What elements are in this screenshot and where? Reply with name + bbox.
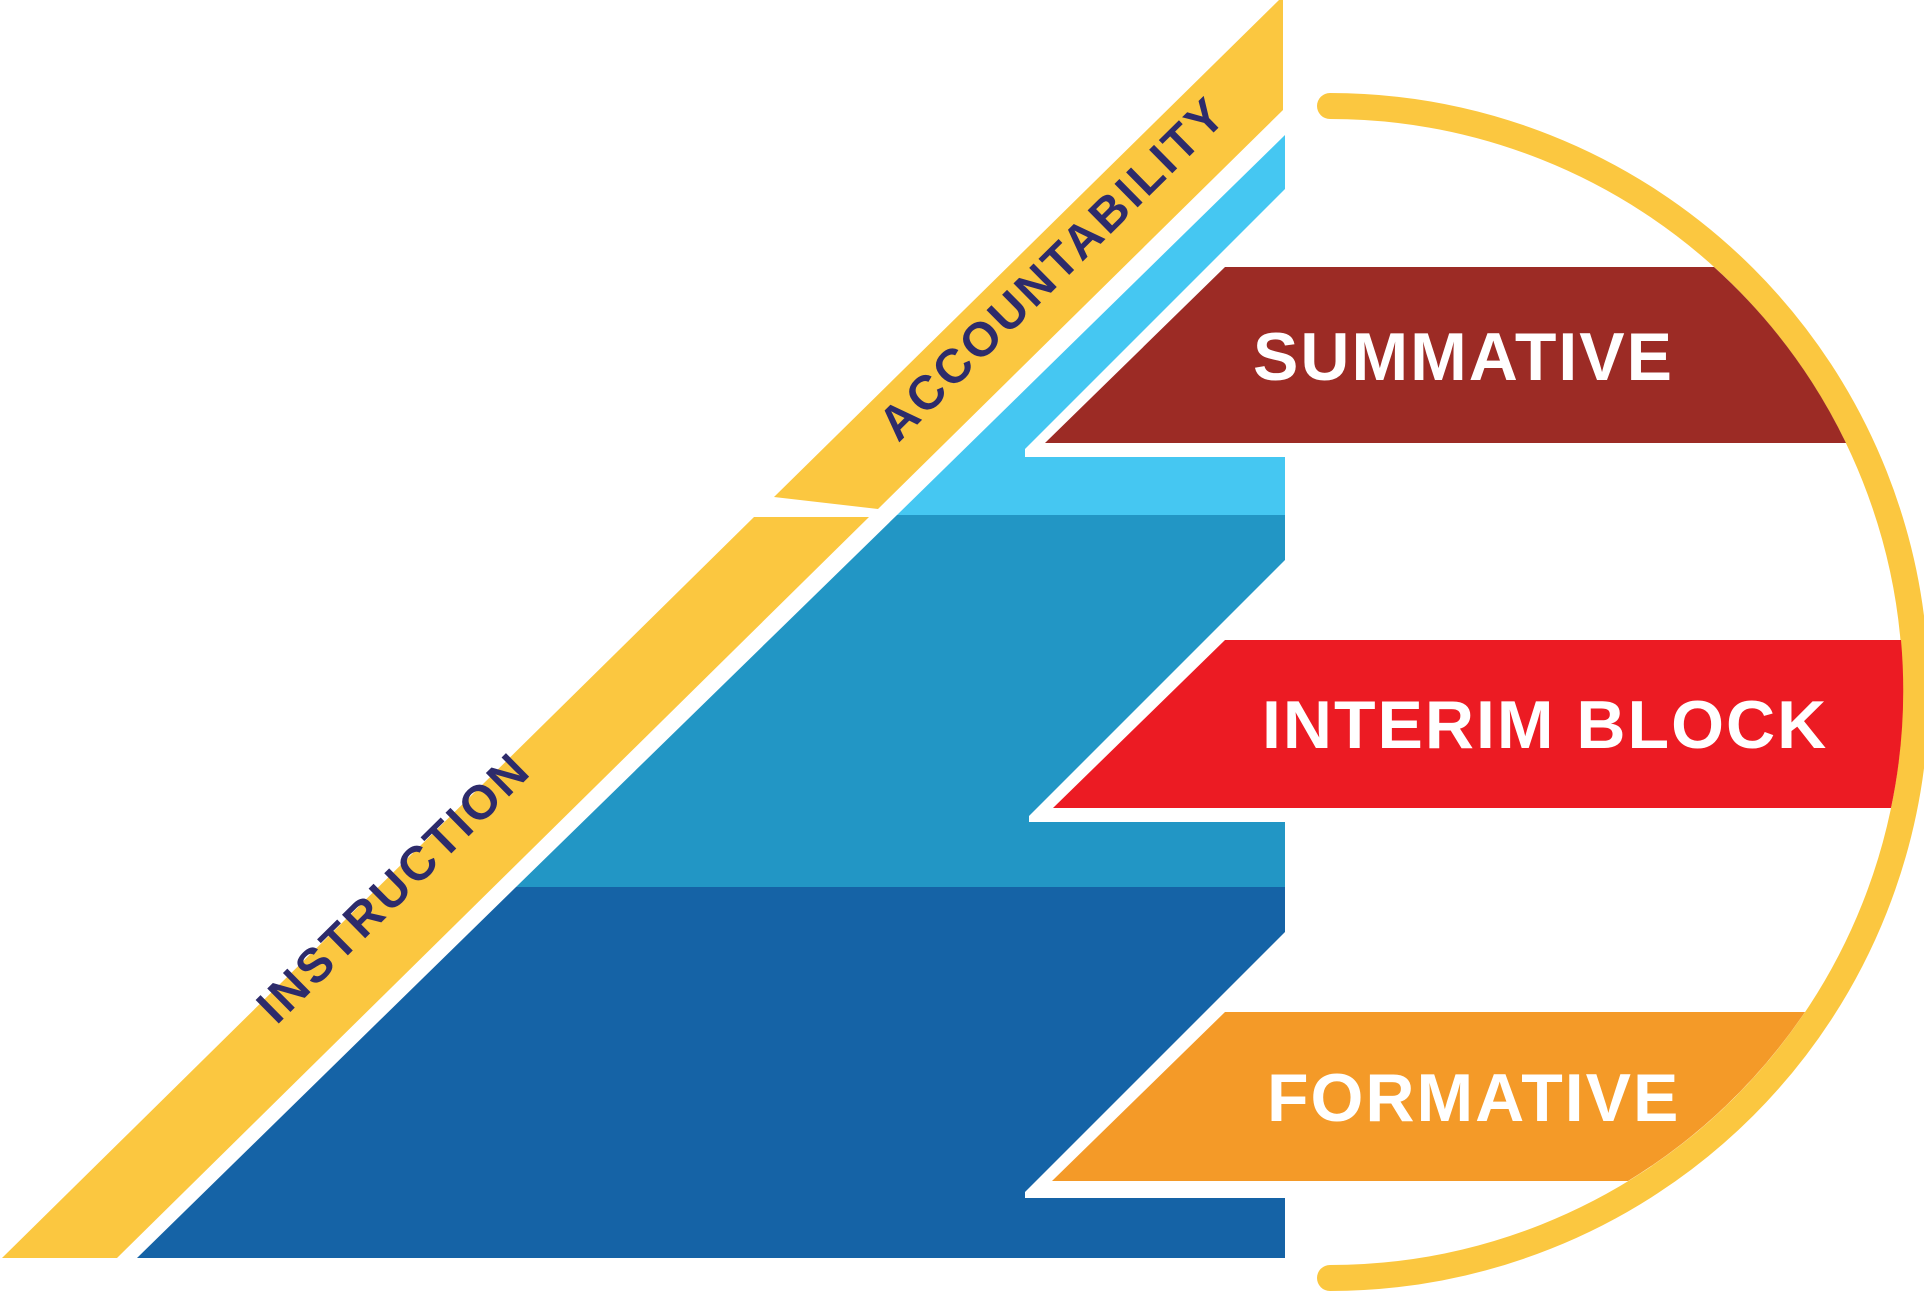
circle-arc — [1317, 93, 1924, 1291]
banner-interim-block-label: INTERIM BLOCK — [1262, 687, 1828, 763]
banner-summative — [1045, 267, 1846, 443]
banner-formative — [1052, 1012, 1805, 1181]
accountability-band — [774, 0, 1283, 509]
banner-summative-label: SUMMATIVE — [1253, 319, 1674, 395]
pyramid-layer-bottom — [137, 887, 1285, 1258]
instruction-band — [2, 517, 869, 1258]
banner-formative-label: FORMATIVE — [1267, 1060, 1680, 1136]
banner-interim-block — [1053, 640, 1904, 808]
